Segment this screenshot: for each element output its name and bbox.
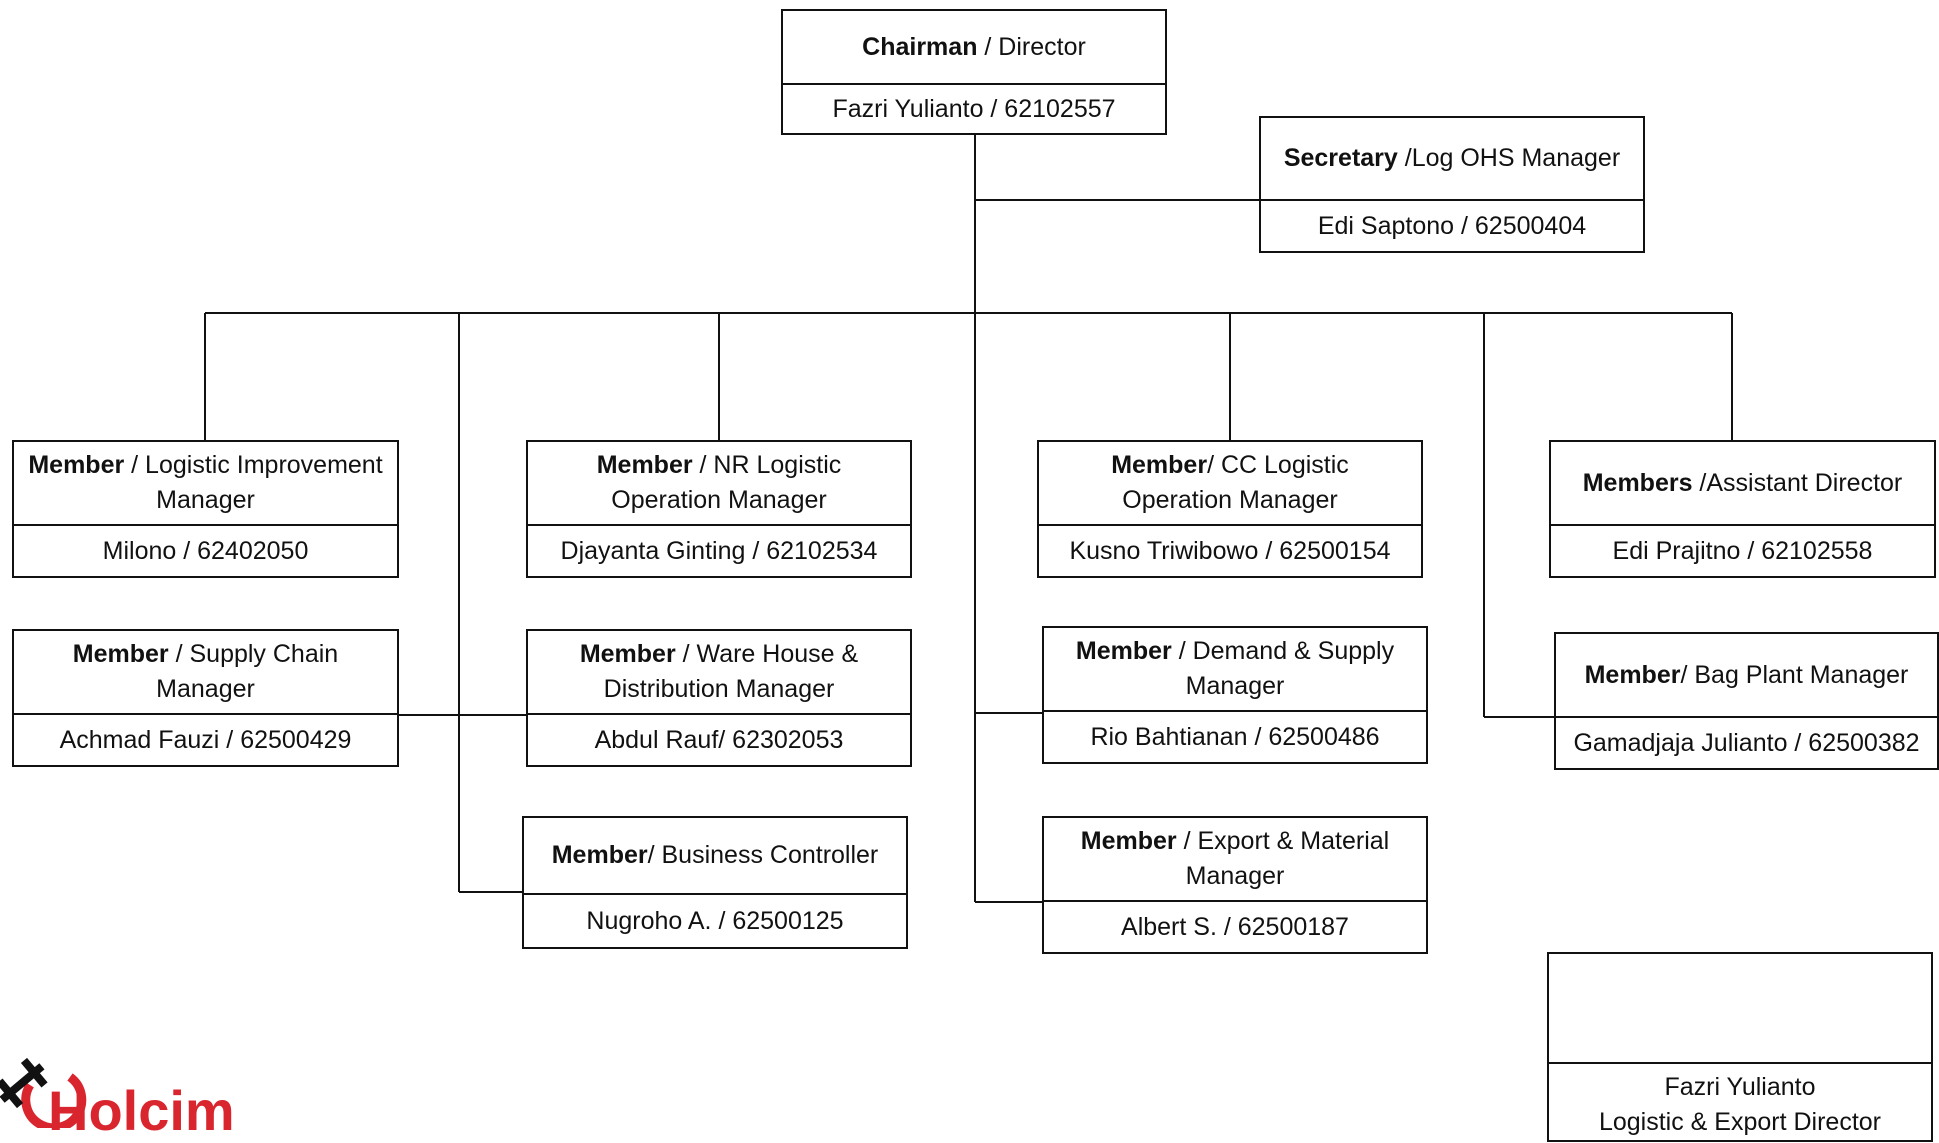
logo-text: Holcim <box>48 1079 235 1142</box>
member-box: Member / Ware House & Distribution Manag… <box>526 629 912 767</box>
chairman-role: Chairman / Director <box>862 32 1086 61</box>
secretary-box: Secretary /Log OHS Manager Edi Saptono /… <box>1259 116 1645 253</box>
signature-position: Logistic & Export Director <box>1598 1108 1882 1136</box>
member-box: Member / NR Logistic Operation Manager D… <box>526 440 912 578</box>
signature-caption: Fazri Yulianto Logistic & Export Directo… <box>1549 1062 1931 1140</box>
member-box: Members /Assistant Director Edi Prajitno… <box>1549 440 1936 578</box>
member-box: Member / Supply Chain Manager Achmad Fau… <box>12 629 399 767</box>
signature-name: Fazri Yulianto <box>1664 1073 1816 1101</box>
member-box: Member / Demand & Supply Manager Rio Bah… <box>1042 626 1428 764</box>
holcim-logo-icon <box>0 1057 87 1128</box>
member-box: Member/ Bag Plant Manager Gamadjaja Juli… <box>1554 632 1939 770</box>
member-box: Member/ CC Logistic Operation Manager Ku… <box>1037 440 1423 578</box>
chairman-name: Fazri Yulianto / 62102557 <box>783 83 1165 133</box>
member-box: Member / Export & Material Manager Alber… <box>1042 816 1428 954</box>
signature-box: Fazri Yulianto Logistic & Export Directo… <box>1547 952 1933 1142</box>
secretary-role: Secretary /Log OHS Manager <box>1283 144 1621 172</box>
member-box: Member/ Business Controller Nugroho A. /… <box>522 816 908 949</box>
chairman-box: Chairman / Director Fazri Yulianto / 621… <box>781 9 1167 135</box>
signature-space <box>1549 954 1931 1062</box>
secretary-name: Edi Saptono / 62500404 <box>1261 199 1643 251</box>
member-box: Member / Logistic Improvement Manager Mi… <box>12 440 399 578</box>
